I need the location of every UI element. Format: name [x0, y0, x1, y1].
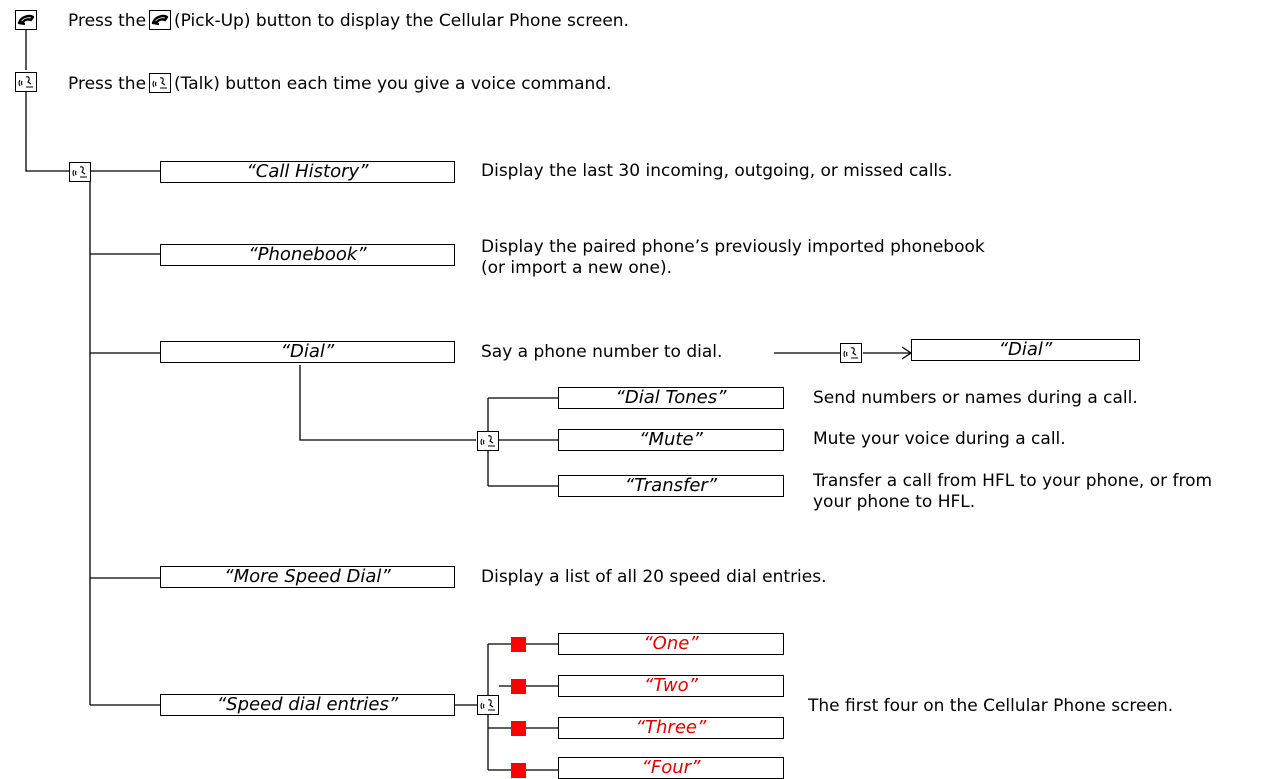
talk-inline-icon	[149, 73, 172, 93]
entry-two: “Two”	[558, 675, 784, 697]
entry-three: “Three”	[558, 717, 784, 739]
mute-desc: Mute your voice during a call.	[813, 429, 1066, 449]
pickup-inline-icon	[149, 10, 172, 30]
command-dial-result: “Dial”	[911, 339, 1140, 361]
pickup-button-icon	[15, 10, 37, 30]
command-speed-dial-entries: “Speed dial entries”	[160, 694, 455, 716]
command-more-speed-dial: “More Speed Dial”	[160, 566, 455, 588]
talk-icon-dial-result	[840, 343, 862, 363]
more-speed-dial-desc: Display a list of all 20 speed dial entr…	[481, 567, 827, 587]
talk-icon-speed-dial	[477, 695, 499, 715]
talk-icon-dial-options	[477, 431, 499, 451]
speed-dial-entries-desc: The first four on the Cellular Phone scr…	[808, 696, 1174, 716]
command-dial: “Dial”	[160, 341, 455, 363]
entry-one: “One”	[558, 633, 784, 655]
transfer-desc-line1: Transfer a call from HFL to your phone, …	[813, 471, 1213, 491]
entry-four: “Four”	[558, 757, 784, 779]
entry-marker-four	[511, 763, 526, 778]
talk-instruction: Press the(Talk) button each time you giv…	[68, 73, 612, 94]
entry-marker-two	[511, 679, 526, 694]
command-phonebook: “Phonebook”	[160, 244, 455, 266]
entry-marker-three	[511, 721, 526, 736]
dial-desc: Say a phone number to dial.	[481, 342, 723, 362]
pickup-instruction: Press the(Pick-Up) button to display the…	[68, 10, 629, 31]
talk-icon-main	[69, 162, 91, 182]
command-mute: “Mute”	[558, 429, 784, 451]
phonebook-desc-line1: Display the paired phone’s previously im…	[481, 237, 985, 257]
dial-tones-desc: Send numbers or names during a call.	[813, 388, 1138, 408]
command-call-history: “Call History”	[160, 161, 455, 183]
call-history-desc: Display the last 30 incoming, outgoing, …	[481, 161, 953, 181]
phonebook-desc-line2: (or import a new one).	[481, 258, 672, 278]
command-transfer: “Transfer”	[558, 475, 784, 497]
transfer-desc-line2: your phone to HFL.	[813, 492, 976, 512]
talk-button-icon	[15, 72, 37, 92]
command-dial-tones: “Dial Tones”	[558, 387, 784, 409]
entry-marker-one	[511, 637, 526, 652]
